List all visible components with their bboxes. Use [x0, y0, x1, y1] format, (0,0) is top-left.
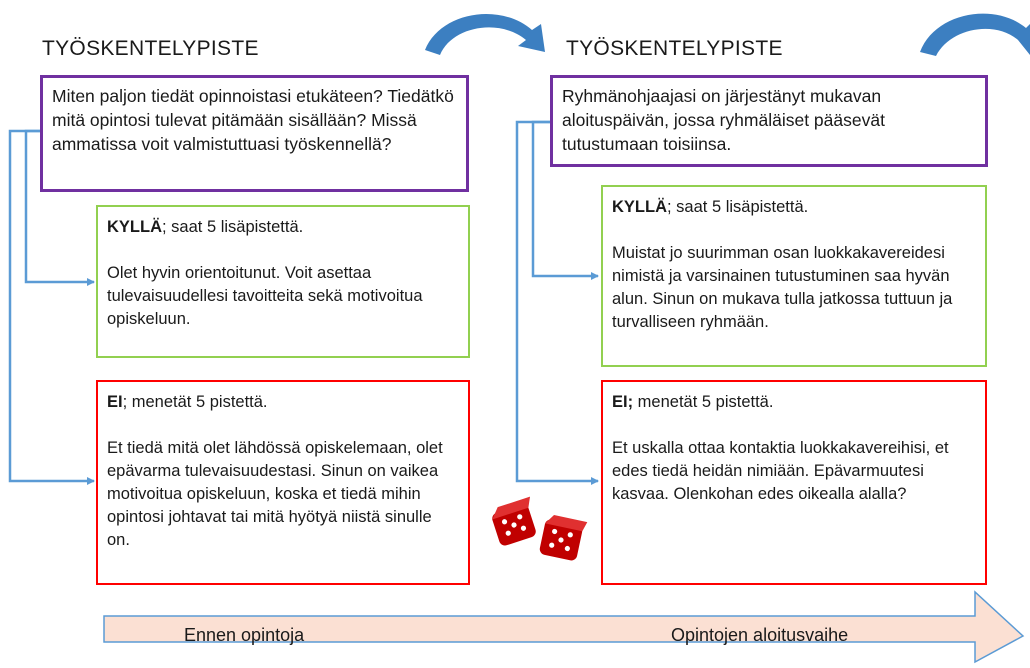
left-no-keyword: EI: [107, 393, 123, 411]
right-station-title: TYÖSKENTELYPISTE: [566, 37, 783, 60]
timeline-end-label: Opintojen aloitusvaihe: [671, 625, 849, 645]
left-connector: [8, 129, 95, 485]
right-no-body: Et uskalla ottaa kontaktia luokkakaverei…: [612, 439, 949, 503]
left-no-box: EI; menetät 5 pistettä. Et tiedä mitä ol…: [96, 380, 470, 585]
right-question-text: Ryhmänohjaajasi on järjestänyt mukavan a…: [562, 86, 885, 154]
left-yes-heading: ; saat 5 lisäpistettä.: [162, 218, 304, 236]
left-yes-body: Olet hyvin orientoitunut. Voit asettaa t…: [107, 264, 423, 328]
timeline-arrow: [103, 590, 1025, 664]
right-no-heading: menetät 5 pistettä.: [633, 393, 774, 411]
timeline-start-label: Ennen opintoja: [184, 625, 305, 645]
left-question-box: Miten paljon tiedät opinnoistasi etukäte…: [40, 75, 469, 192]
left-question-text: Miten paljon tiedät opinnoistasi etukäte…: [52, 86, 454, 154]
right-yes-keyword: KYLLÄ: [612, 198, 667, 216]
left-yes-box: KYLLÄ; saat 5 lisäpistettä. Olet hyvin o…: [96, 205, 470, 358]
right-yes-box: KYLLÄ; saat 5 lisäpistettä. Muistat jo s…: [601, 185, 987, 367]
right-no-keyword: EI;: [612, 393, 634, 411]
curved-arrow-icon: [425, 13, 545, 55]
right-no-box: EI; menetät 5 pistettä. Et uskalla ottaa…: [601, 380, 987, 585]
right-question-box: Ryhmänohjaajasi on järjestänyt mukavan a…: [550, 75, 988, 167]
right-yes-body: Muistat jo suurimman osan luokkakavereid…: [612, 244, 953, 331]
left-station-title: TYÖSKENTELYPISTE: [42, 37, 259, 60]
left-no-body: Et tiedä mitä olet lähdössä opiskelemaan…: [107, 439, 443, 549]
curved-arrow-icon-right: [920, 13, 1030, 56]
left-yes-keyword: KYLLÄ: [107, 218, 162, 236]
right-connector: [515, 120, 599, 485]
left-no-heading: ; menetät 5 pistettä.: [122, 393, 268, 411]
dice-icon: [492, 496, 588, 561]
right-yes-heading: ; saat 5 lisäpistettä.: [667, 198, 809, 216]
